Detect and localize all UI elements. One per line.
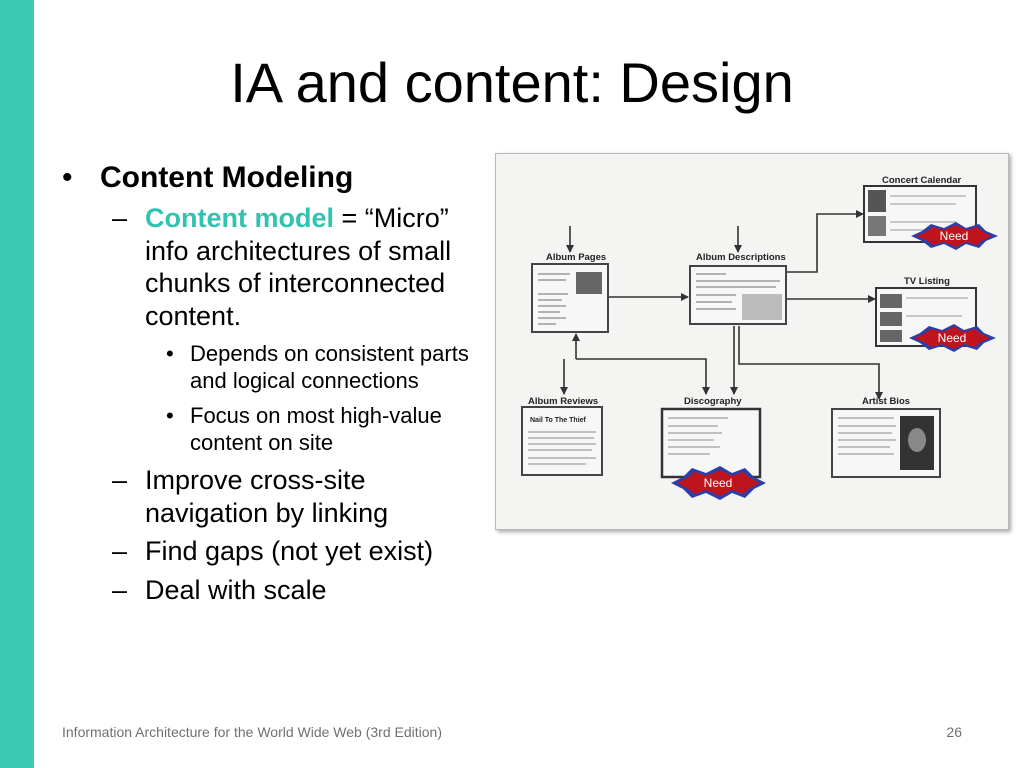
bullet-content-model: – Content model = “Micro” info architect… [62,202,482,332]
diagram-canvas: Album Pages Album Descriptions Concer [521,175,998,500]
badge-star-inner [914,327,990,349]
sub-bullet-high-value: • Focus on most high-value content on si… [62,402,482,456]
node-label: Album Descriptions [696,252,786,263]
bullet-cross-site-navigation: – Improve cross-site navigation by linki… [62,464,482,529]
slide-footer: Information Architecture for the World W… [62,724,442,740]
connector-arrows [560,210,883,400]
node-album-descriptions: Album Descriptions [689,252,787,325]
badge-label: Need [938,331,967,345]
highlight-term: Content model [145,203,334,233]
thumbnail-lines [538,273,570,325]
bullet-glyph: • [166,341,174,366]
node-label: Artist Bios [862,396,910,407]
thumbnail-photo [868,190,886,212]
node-album-pages: Album Pages [531,252,609,333]
bullet-text: Content Modeling [100,161,354,194]
thumbnail-photo [880,330,902,342]
review-headline: Nail To The Thief [530,417,587,424]
accent-bar [0,0,34,768]
bullet-list: • Content Modeling – Content model = “Mi… [62,160,482,606]
node-album-reviews: Album Reviews Nail To The Thief [521,396,603,476]
bullet-glyph: • [166,403,174,428]
dash-glyph: – [112,203,128,233]
need-badge-concert-calendar: Need [911,222,998,250]
content-model-diagram: Album Pages Album Descriptions Concer [495,153,1009,530]
thumbnail-lines [906,297,968,317]
thumbnail-image [576,272,602,294]
dash-glyph: – [112,465,128,495]
thumbnail-block [742,294,782,320]
bullet-text: Deal with scale [145,574,327,605]
bullet-deal-with-scale: – Deal with scale [62,574,482,607]
dash-glyph: – [112,536,128,566]
node-discography: Discography [660,396,762,479]
bullet-text: = “Micro” info architectures of small ch… [145,203,452,331]
arrow-to-discography-left [576,358,710,395]
arrow-to-artist-bios [738,326,883,400]
bullet-text: Improve cross-site navigation by linking [145,465,389,528]
badge-label: Need [704,476,733,490]
thumbnail-lines [668,417,728,455]
badge-star-inner [916,225,992,247]
bullet-content-modeling: • Content Modeling [62,160,482,196]
badge-star-inner [677,470,760,496]
node-label: TV Listing [904,276,950,287]
dash-glyph: – [112,574,128,605]
thumbnail-photo [880,312,902,326]
thumbnail-lines [528,431,596,465]
bullet-text: Focus on most high-value content on site [190,403,442,455]
node-thumbnail [660,407,762,479]
sub-bullet-consistent-parts: • Depends on consistent parts and logica… [62,340,482,394]
bullet-find-gaps: – Find gaps (not yet exist) [62,535,482,568]
thumbnail-photo [868,216,886,236]
page-number: 26 [946,724,962,740]
bullet-glyph: • [62,161,73,194]
node-label: Discography [684,396,742,407]
need-badge-tv-listing: Need [909,324,996,352]
node-label: Concert Calendar [882,175,961,186]
thumbnail-lines [696,273,780,310]
need-badge-discography: Need [671,466,766,500]
thumbnail-lines [838,417,896,455]
bullet-text: Find gaps (not yet exist) [145,536,434,566]
node-label: Album Pages [546,252,606,263]
badge-label: Need [940,229,969,243]
bullet-text: Depends on consistent parts and logical … [190,341,469,393]
thumbnail-photo [880,294,902,308]
node-artist-bios: Artist Bios [831,396,941,478]
arrow-to-concert-calendar [787,210,864,273]
node-label: Album Reviews [528,396,598,407]
artist-photo-face [908,428,926,452]
slide-title: IA and content: Design [230,51,794,114]
